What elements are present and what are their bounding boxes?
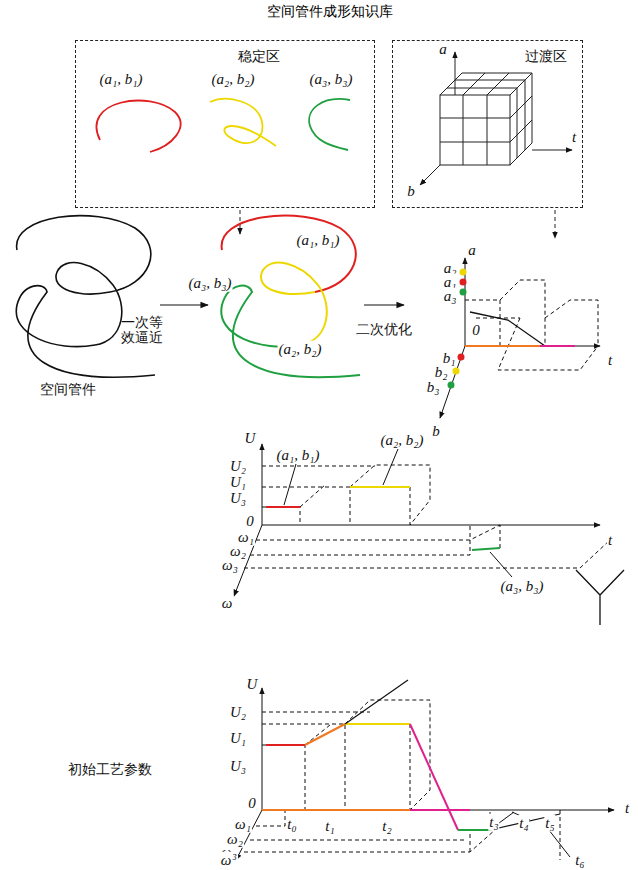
axis-label: U₁ [229,474,247,491]
axis-label: (a₂, b₂) [278,341,323,358]
param-label: (a₁, b₁) [99,71,144,88]
axis-label: 0 [247,795,257,812]
axis-label: t₅ [544,815,555,832]
diagram-title: 空间管件成形知识库 [267,3,393,21]
grid-cube [420,52,572,185]
axis-label: a [467,242,477,259]
axis-label: t₆ [574,852,585,869]
abt-plot [440,258,600,418]
axis-label: 0 [245,513,255,530]
axis-label: U₃ [229,490,247,507]
param-label: (a₃, b₃) [309,71,354,88]
caption-label: 空间管件 [40,382,96,397]
axis-label: U [244,430,257,447]
axis-label: t₀ [286,816,297,833]
axis-label: 0 [471,322,481,339]
axis-label: b [431,423,441,440]
axis-label: ω₃ [221,557,239,574]
axis-label: t₄ [518,815,529,832]
u-omega-plot [234,444,610,596]
sample-curves [96,99,350,152]
axis-label: a₃ [443,288,458,305]
axis-label: U [246,676,259,693]
axis-label: U₁ [229,730,247,747]
param-label: b [406,183,416,200]
param-label: t [571,129,577,146]
axis-label: U₂ [229,458,247,475]
caption-label: 一次等 效逼近 [119,315,165,346]
transition-zone-box: 过渡区 a t b [392,40,583,208]
initial-params-plot [236,680,614,860]
spatial-tube [16,216,155,378]
axis-label: U₂ [229,704,247,721]
caption-label: 二次优化 [356,322,412,337]
step-arrows [160,304,404,305]
axis-label: (a₃, b₃) [500,578,545,595]
axis-label: t [607,532,613,549]
axis-label: b₃ [426,379,441,396]
axis-label: ω [221,595,234,612]
axis-label: t [607,352,613,369]
axis-label: (a₁, b₁) [296,232,341,249]
axis-label: t₂ [381,818,392,835]
axis-label: (a₁, b₁) [276,447,321,464]
param-label: (a₂, b₂) [211,71,256,88]
caption-label: 初始工艺参数 [68,762,152,777]
kb-arrows [240,210,555,238]
approx-tube [221,216,360,378]
axis-label: t [624,800,630,817]
axis-label: t₁ [324,818,335,835]
zone-title: 过渡区 [525,49,567,64]
axis-label: ω [220,852,233,869]
merge-symbol [576,570,624,625]
axis-label: t₃ [488,814,499,831]
param-label: a [438,41,448,58]
zone-title: 稳定区 [238,49,280,64]
stable-zone-box: 稳定区 (a₁, b₁) (a₂, b₂) (a₃, b₃) [75,40,375,208]
axis-label: (a₃, b₃) [188,275,233,292]
axis-label: U₃ [229,758,247,775]
axis-label: (a₂, b₂) [380,432,425,449]
